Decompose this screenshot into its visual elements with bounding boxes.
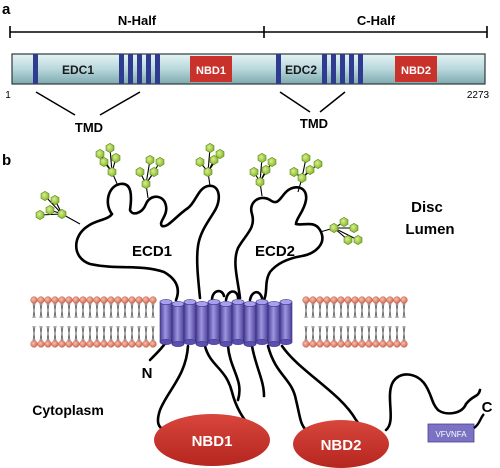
disc-label: Disc	[411, 199, 443, 216]
ecd1-label: ECD1	[132, 243, 172, 260]
membrane-left	[30, 296, 157, 348]
tmd-label-1: TMD	[75, 120, 103, 135]
c-half-label: C-Half	[357, 13, 396, 28]
vfvnfa-motif-label: VFVNFA	[435, 430, 467, 439]
nbd2-box-label: NBD2	[401, 65, 431, 77]
nbd2-box	[395, 56, 437, 82]
glycan-chains	[35, 143, 363, 245]
nbd1-domain	[154, 414, 270, 466]
tm-segments	[33, 54, 363, 84]
panel-b-label: b	[2, 152, 11, 169]
tm-helix-bundle	[159, 299, 293, 347]
panel-b: b	[2, 143, 493, 468]
membrane-right	[302, 296, 408, 348]
n-half-label: N-Half	[118, 13, 157, 28]
edc1-label: EDC1	[62, 63, 94, 77]
tmd-bracket-1	[35, 91, 141, 116]
lumen-label: Lumen	[405, 221, 454, 238]
nbd1-box-label: NBD1	[196, 65, 226, 77]
c-term-tail	[473, 413, 485, 429]
cytoplasm-label: Cytoplasm	[32, 402, 104, 418]
residue-start: 1	[5, 90, 11, 101]
n-terminus-label: N	[142, 365, 153, 382]
nbd2-domain-label: NBD2	[321, 437, 362, 454]
half-bracket	[9, 26, 488, 38]
nbd2-domain	[293, 420, 389, 468]
ecd2-label: ECD2	[255, 243, 295, 260]
c-terminus-label: C	[482, 399, 493, 416]
edc2-label: EDC2	[285, 63, 317, 77]
nbd1-box	[190, 56, 232, 82]
tmd-bracket-2	[279, 91, 346, 113]
nbd1-domain-label: NBD1	[192, 433, 233, 450]
vfvnfa-motif-box	[427, 423, 475, 443]
residue-end: 2273	[467, 90, 490, 101]
panel-a-label: a	[2, 1, 11, 18]
panel-a: a N-Half C-Half EDC1 EDC2	[2, 1, 490, 135]
tmd-label-2: TMD	[300, 116, 328, 131]
